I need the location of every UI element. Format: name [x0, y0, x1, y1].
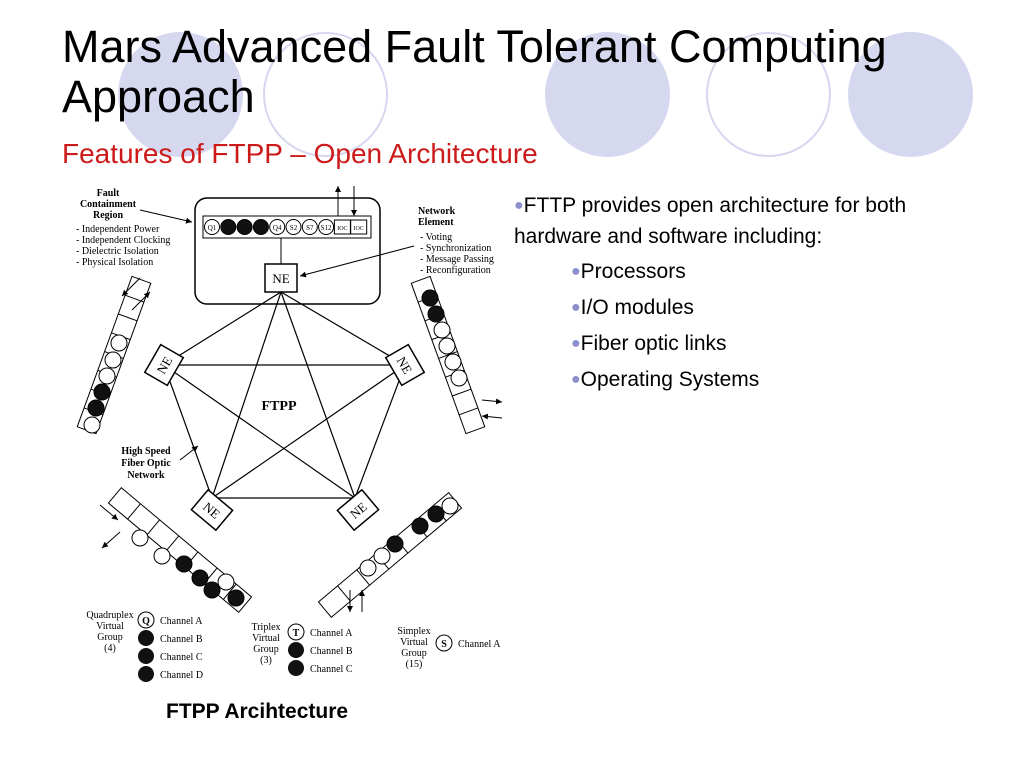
svg-text:Channel A: Channel A	[458, 639, 501, 650]
svg-text:Channel B: Channel B	[310, 646, 353, 657]
top-slot-module	[350, 219, 368, 235]
top-slot-row: Q1 Q4 S2 S7 S12 IOC IOC	[202, 215, 372, 239]
svg-text:- Dielectric Isolation: - Dielectric Isolation	[76, 246, 159, 257]
rack-bottom-right	[317, 491, 463, 619]
svg-text:- Voting: - Voting	[420, 232, 452, 243]
ftpp-diagram-svg: Q1 Q4 S2 S7 S12 IOC IOC NE FTPP NE NE NE NE	[76, 186, 503, 682]
top-slot-module	[252, 219, 269, 235]
bullet-dot-icon: ●	[571, 371, 581, 388]
svg-text:Channel D: Channel D	[160, 670, 203, 681]
svg-text:Containment: Containment	[80, 199, 137, 210]
top-slot-label: Q4	[273, 224, 282, 232]
bullet-item: ●Fiber optic links	[571, 332, 727, 355]
svg-text:- Physical Isolation: - Physical Isolation	[76, 257, 153, 268]
svg-text:- Reconfiguration: - Reconfiguration	[420, 265, 491, 276]
svg-text:Region: Region	[93, 210, 123, 221]
top-slot-module	[220, 219, 237, 235]
svg-text:Fiber Optic: Fiber Optic	[121, 458, 171, 469]
decor-circle-1	[118, 32, 243, 157]
bullet-sublist: ●Processors ●I/O modules ●Fiber optic li…	[514, 256, 984, 395]
svg-text:Virtual: Virtual	[400, 637, 428, 648]
top-slot-label: IOC	[354, 226, 364, 232]
decor-ring-1	[263, 32, 388, 157]
bullet-intro: ●FTTP provides open architecture for bot…	[514, 194, 907, 248]
svg-text:Triplex: Triplex	[251, 622, 280, 633]
svg-text:- Message Passing: - Message Passing	[420, 254, 494, 265]
legend-triplex: Triplex Virtual Group (3) T Channel A Ch…	[251, 622, 353, 676]
svg-text:(15): (15)	[406, 659, 423, 670]
svg-text:Group: Group	[401, 648, 427, 659]
ne-box-right: NE	[384, 343, 426, 387]
top-slot-label: IOC	[337, 226, 347, 232]
svg-text:Channel A: Channel A	[310, 628, 353, 639]
top-slot-label: S12	[321, 224, 332, 232]
bullet-dot-icon: ●	[571, 263, 581, 280]
bullet-item: ●Processors	[571, 260, 686, 283]
slide-subtitle: Features of FTPP – Open Architecture	[62, 138, 538, 169]
top-slot-module	[285, 219, 302, 235]
svg-text:Network: Network	[127, 470, 165, 481]
svg-text:Network: Network	[418, 206, 456, 217]
top-slot-module	[301, 219, 318, 235]
rack-right	[410, 275, 503, 435]
legend-simplex: Simplex Virtual Group (15) S Channel A	[397, 626, 501, 670]
top-slot-label: S2	[290, 224, 298, 232]
svg-text:Group: Group	[253, 644, 279, 655]
bullet-list: ●FTTP provides open architecture for bot…	[514, 190, 984, 400]
svg-text:High Speed: High Speed	[121, 446, 171, 457]
ftpp-center-label: FTPP	[262, 399, 297, 414]
bullet-dot-icon: ●	[571, 335, 581, 352]
svg-text:- Synchronization: - Synchronization	[420, 243, 491, 254]
ne-box-bottom-left: NE	[190, 488, 234, 532]
bullet-dot-icon: ●	[514, 197, 524, 214]
svg-text:Channel A: Channel A	[160, 616, 203, 627]
ftpp-network	[163, 291, 406, 499]
top-slot-label: S7	[306, 224, 314, 232]
svg-text:S: S	[441, 639, 447, 650]
svg-text:(3): (3)	[260, 655, 272, 666]
decor-ring-2	[706, 32, 831, 157]
rack-bottom-left	[99, 486, 253, 614]
ne-box-left: NE	[143, 343, 185, 387]
svg-text:(4): (4)	[104, 643, 116, 654]
svg-text:Simplex: Simplex	[397, 626, 430, 637]
ne-label-top: NE	[272, 271, 289, 286]
decor-circle-3	[848, 32, 973, 157]
bullet-dot-icon: ●	[571, 299, 581, 316]
top-slot-module	[269, 219, 286, 235]
bullet-item: ●Operating Systems	[571, 368, 760, 391]
svg-text:Virtual: Virtual	[96, 621, 124, 632]
top-slot-module	[318, 219, 335, 235]
svg-text:Fault: Fault	[97, 188, 120, 199]
svg-text:Quadruplex: Quadruplex	[86, 610, 133, 621]
legend-quadruplex: Quadruplex Virtual Group (4) Q Channel A…	[86, 610, 203, 682]
top-slot-label: Q1	[208, 224, 217, 232]
bullet-item: ●I/O modules	[571, 296, 694, 319]
top-slot-module	[204, 219, 220, 235]
rack-left	[76, 275, 152, 435]
svg-text:- Independent Power: - Independent Power	[76, 224, 160, 235]
svg-text:Group: Group	[97, 632, 123, 643]
svg-text:Channel C: Channel C	[310, 664, 353, 675]
ne-box-top	[264, 263, 298, 293]
svg-text:- Independent Clocking: - Independent Clocking	[76, 235, 170, 246]
svg-text:Channel B: Channel B	[160, 634, 203, 645]
top-slot-module	[236, 219, 253, 235]
decor-circle-2	[545, 32, 670, 157]
diagram-caption: FTPP Arcihtecture	[166, 700, 349, 723]
slide-title: Mars Advanced Fault Tolerant Computing A…	[62, 21, 887, 122]
svg-text:Channel C: Channel C	[160, 652, 203, 663]
svg-text:T: T	[293, 628, 300, 639]
svg-text:Virtual: Virtual	[252, 633, 280, 644]
fcr-annotation: Fault Containment Region - Independent P…	[76, 188, 193, 268]
network-element-annotation: Network Element - Voting - Synchronizati…	[299, 206, 494, 278]
svg-text:Element: Element	[418, 217, 454, 228]
svg-text:Q: Q	[142, 616, 150, 627]
fiber-network-annotation: High Speed Fiber Optic Network	[121, 445, 199, 481]
ne-box-bottom-right: NE	[336, 488, 380, 532]
ftpp-architecture-diagram: Q1 Q4 S2 S7 S12 IOC IOC NE FTPP NE NE NE NE	[70, 180, 520, 700]
